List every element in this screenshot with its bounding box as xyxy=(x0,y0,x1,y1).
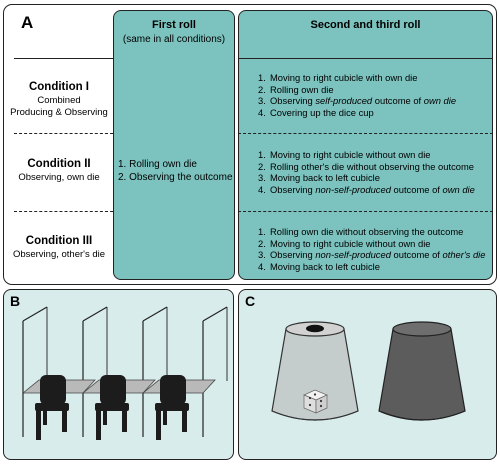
condition-subtitle: Observing, other's die xyxy=(12,249,106,260)
condition-2-label: Condition II Observing, own die xyxy=(5,158,113,184)
step-item: 2. Rolling own die xyxy=(258,84,456,96)
cubicle-back-walls xyxy=(46,307,228,381)
step-item: 3. Moving back to left cubicle xyxy=(258,172,475,184)
step-text: Moving to right cubicle without own die xyxy=(270,149,431,160)
step-number: 1. xyxy=(258,149,266,160)
step-text: Observing xyxy=(270,95,316,107)
step-text: Moving back to left cubicle xyxy=(270,172,380,184)
step-item: 1. Moving to right cubicle with own die xyxy=(258,72,456,84)
step-text: outcome of xyxy=(390,249,443,261)
chair-icon xyxy=(95,375,129,440)
second-third-roll-title: Second and third roll xyxy=(310,19,421,31)
chairs xyxy=(35,375,189,440)
step-text: Rolling other's die without observing th… xyxy=(270,160,474,172)
step-text-italic: non-self-produced xyxy=(315,249,391,261)
step-number: 4. xyxy=(258,106,266,118)
condition-title: Condition I xyxy=(28,81,90,93)
step-item: 3. Observing self-produced outcome of own… xyxy=(258,95,456,107)
condition-title: Condition III xyxy=(25,235,93,247)
first-roll-step: 1. Rolling own die xyxy=(118,159,197,170)
step-number: 4. xyxy=(258,183,266,195)
step-item: 2. Moving to right cubicle without own di… xyxy=(258,238,485,250)
row-separator xyxy=(14,133,113,134)
condition-3-steps: 1. Rolling own die without observing the … xyxy=(258,226,485,272)
header-separator xyxy=(238,58,493,59)
step-number: 2. xyxy=(258,237,266,249)
step-text: outcome of xyxy=(390,183,443,195)
step-text: outcome of xyxy=(372,95,424,107)
step-text-italic: non-self-produced xyxy=(315,183,391,195)
step-item: 3. Observing non-self-produced outcome of… xyxy=(258,249,485,261)
cubicles-illustration xyxy=(21,306,228,440)
row-separator xyxy=(238,133,493,134)
condition-1-label: Condition I Combined Producing & Observi… xyxy=(5,81,113,119)
condition-3-label: Condition III Observing, other's die xyxy=(5,235,113,261)
step-text: Rolling own die without observing the ou… xyxy=(270,226,464,237)
step-text-italic: own die xyxy=(423,95,457,107)
chair-icon xyxy=(155,375,189,440)
panel-b-label: B xyxy=(10,293,21,309)
panel-c-label: C xyxy=(245,293,256,309)
cubicle-partitions xyxy=(22,306,228,437)
first-roll-column xyxy=(113,10,235,280)
step-number: 3. xyxy=(258,172,266,184)
step-text: Observing xyxy=(270,249,316,261)
step-item: 4. Moving back to left cubicle xyxy=(258,261,485,273)
step-text-italic: self-produced xyxy=(315,95,373,107)
condition-title: Condition II xyxy=(27,158,91,170)
step-number: 4. xyxy=(258,260,266,272)
step-text: Rolling own die xyxy=(270,83,334,95)
step-item: 1. Rolling own die without observing the … xyxy=(258,226,485,238)
row-separator xyxy=(14,211,113,212)
opaque-cup-icon xyxy=(378,321,466,421)
step-number: 3. xyxy=(258,249,266,261)
step-text-italic: other's die xyxy=(442,249,486,261)
condition-2-steps: 1. Moving to right cubicle without own di… xyxy=(258,149,475,195)
row-separator xyxy=(238,211,493,212)
step-number: 2. xyxy=(258,160,266,172)
transparent-cup-icon xyxy=(271,321,359,421)
step-number: 1. xyxy=(258,72,266,83)
second-third-roll-column xyxy=(238,10,493,280)
dice-cups-illustration xyxy=(271,321,466,421)
step-number: 2. xyxy=(258,83,266,95)
first-roll-title: First roll xyxy=(151,19,196,31)
step-text: Observing xyxy=(270,183,316,195)
condition-subtitle: Producing & Observing xyxy=(10,107,108,118)
first-roll-subtitle: (same in all conditions) xyxy=(122,34,226,45)
step-item: 4. Observing non-self-produced outcome of… xyxy=(258,184,475,196)
chair-icon xyxy=(35,375,69,440)
first-roll-steps: 1. Rolling own die 2. Observing the outc… xyxy=(118,158,233,184)
step-item: 2. Rolling other's die without observing … xyxy=(258,161,475,173)
step-item: 1. Moving to right cubicle without own di… xyxy=(258,149,475,161)
panel-a xyxy=(3,4,497,285)
step-number: 1. xyxy=(258,226,266,237)
header-separator xyxy=(14,58,113,59)
step-text: Covering up the dice cup xyxy=(270,106,374,118)
step-text: Moving to right cubicle without own die xyxy=(270,237,431,249)
step-item: 4. Covering up the dice cup xyxy=(258,107,456,119)
die-icon xyxy=(303,389,328,414)
step-text: Moving back to left cubicle xyxy=(270,260,380,272)
panel-a-label: A xyxy=(21,13,34,32)
first-roll-step: 2. Observing the outcome xyxy=(118,172,233,183)
condition-subtitle: Observing, own die xyxy=(18,172,100,183)
condition-subtitle: Combined xyxy=(37,95,81,106)
panel-b xyxy=(3,289,234,460)
step-text-italic: own die xyxy=(442,183,475,195)
step-number: 3. xyxy=(258,95,266,107)
step-text: Moving to right cubicle with own die xyxy=(270,72,418,83)
